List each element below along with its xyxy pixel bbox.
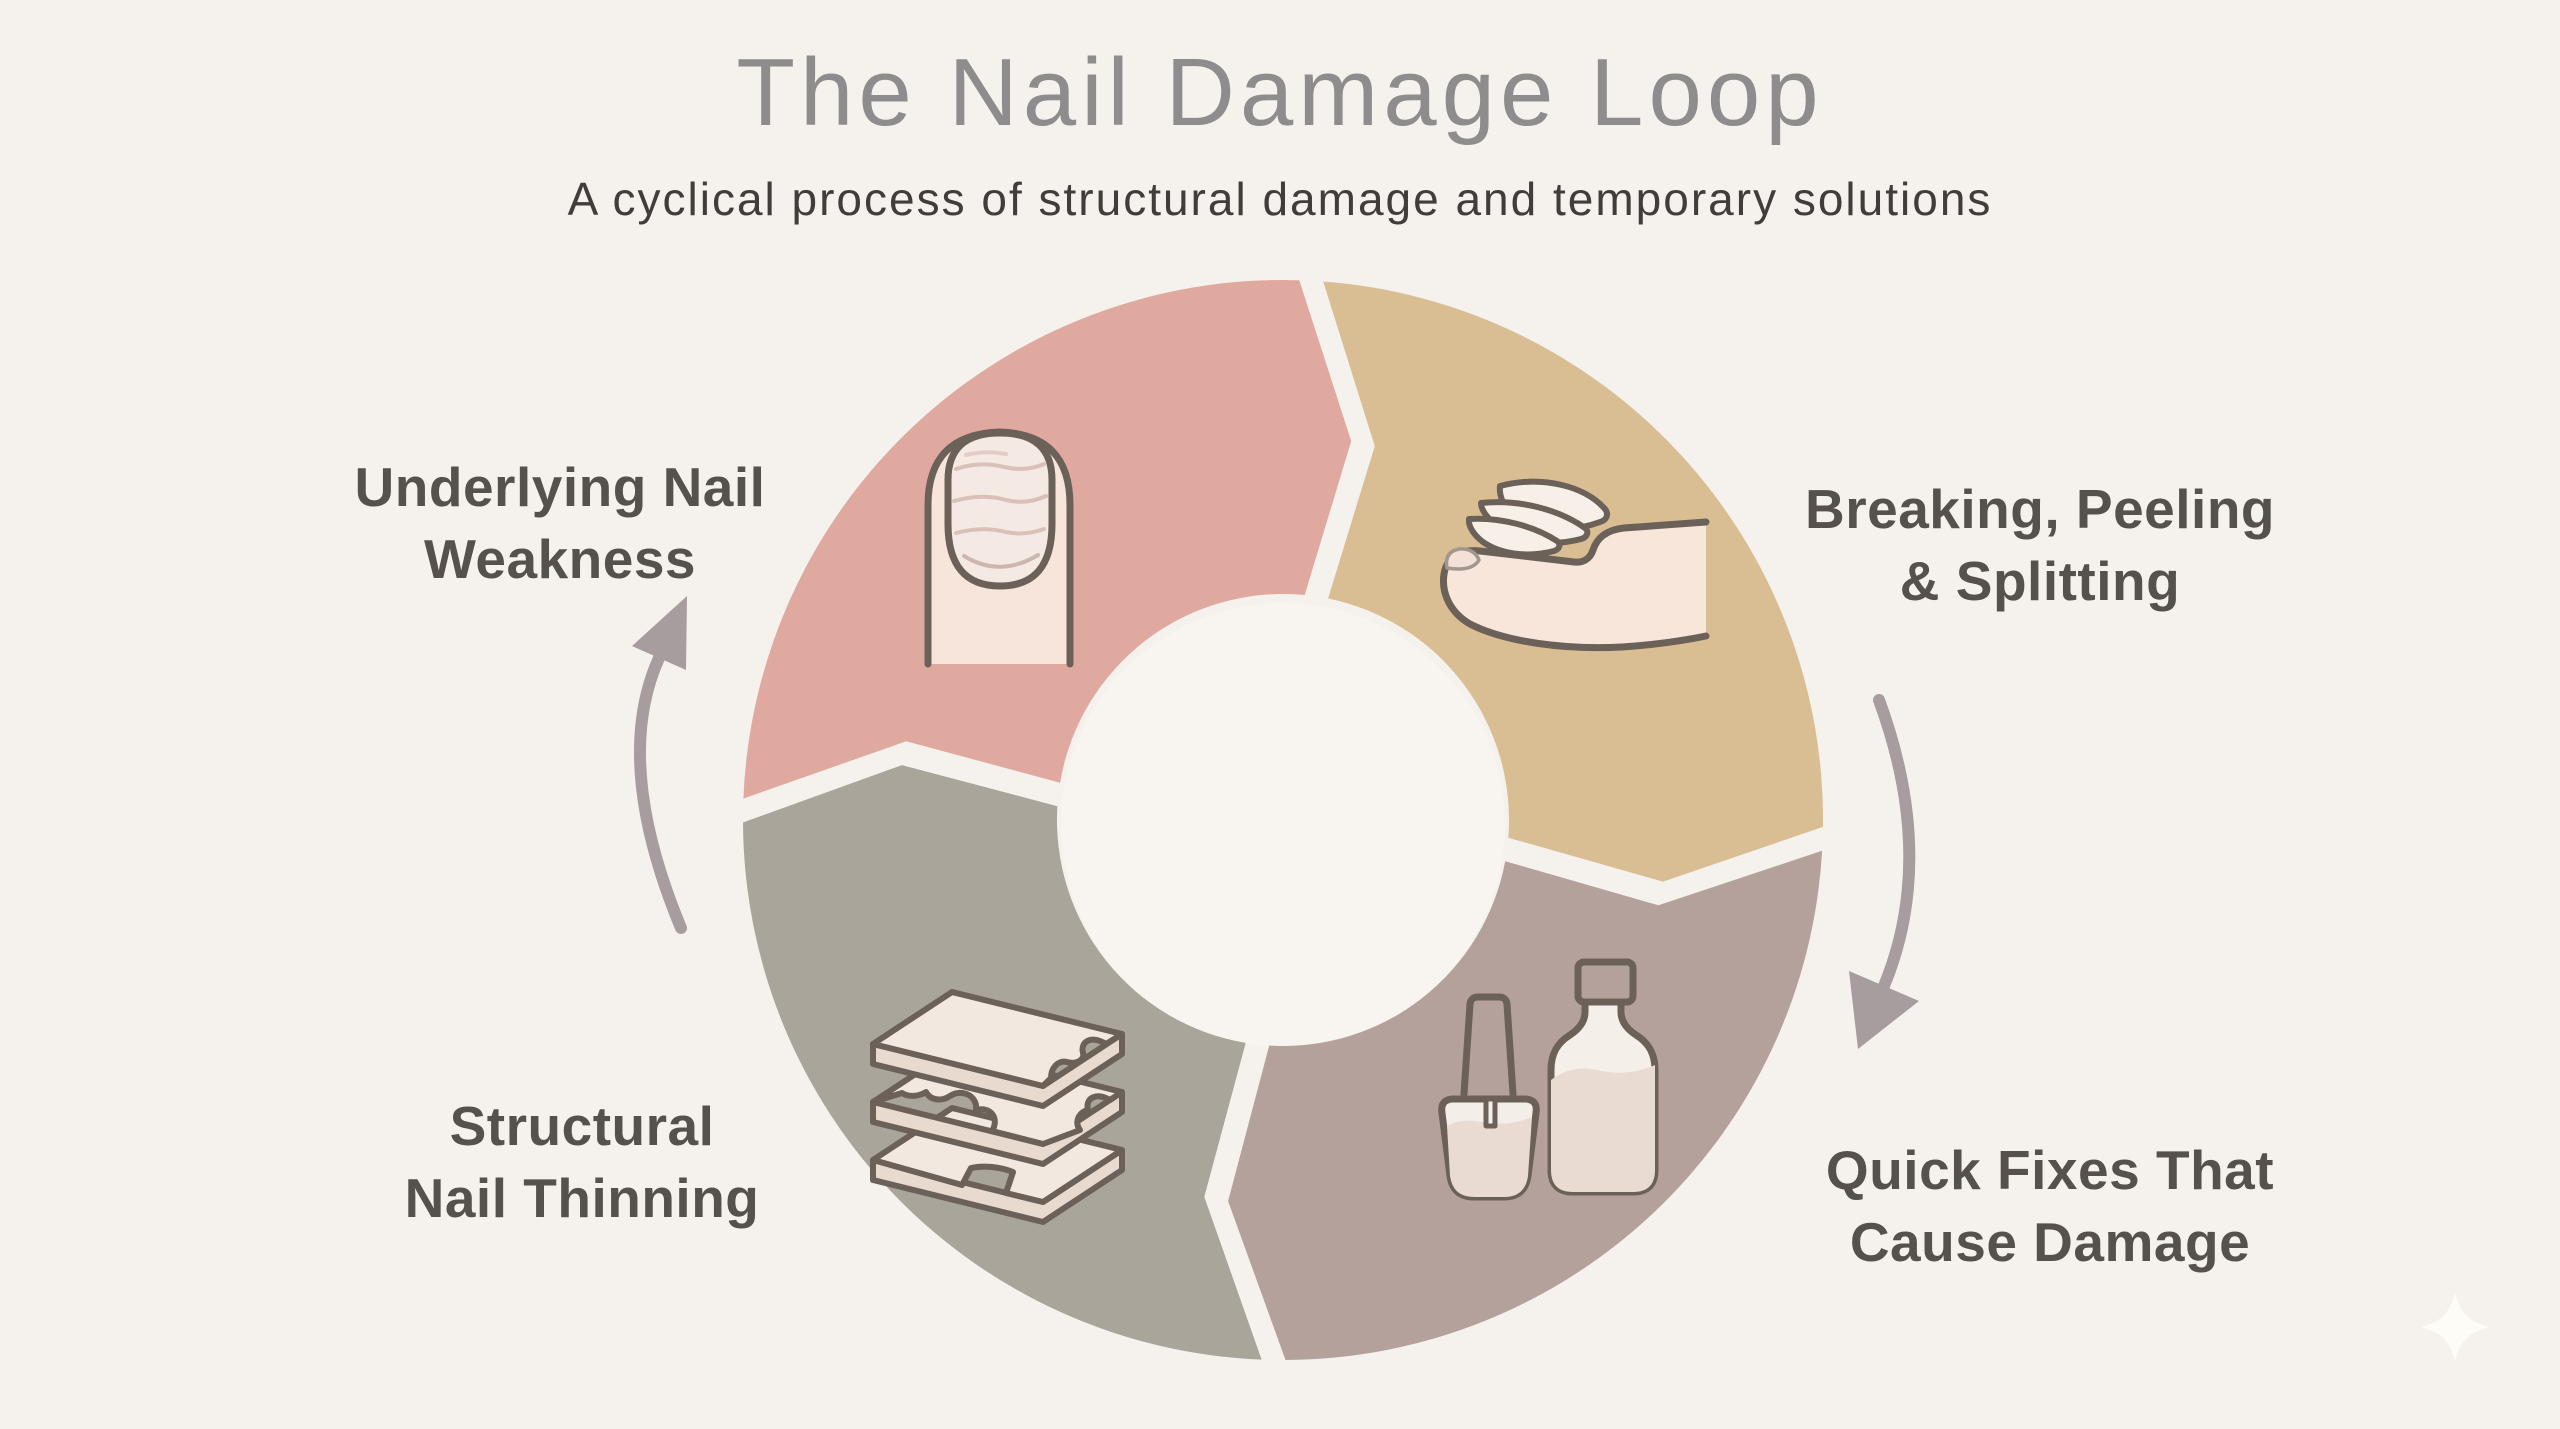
segment-label-quick-fixes-cause-damage: Quick Fixes That Cause Damage	[1825, 1138, 2275, 1273]
nail-layers-stack-icon	[870, 989, 1125, 1225]
cycle-arrow-up-left	[632, 596, 687, 934]
segment-label-underlying-nail-weakness: Underlying Nail Weakness	[354, 455, 766, 590]
page-title: The Nail Damage Loop	[736, 39, 1824, 146]
page-subtitle: A cyclical process of structural damage …	[567, 173, 1993, 225]
polish-bottles-icon	[1438, 958, 1659, 1201]
segment-label-breaking-peeling-splitting: Breaking, Peeling & Splitting	[1804, 477, 2276, 612]
peeling-fingertip-icon	[1439, 478, 1710, 652]
sparkle-icon	[2421, 1293, 2489, 1361]
cycle-arrow-down-right	[1849, 694, 1919, 1049]
ring-hole	[1061, 603, 1505, 1047]
segment-label-structural-nail-thinning: Structural Nail Thinning	[404, 1094, 760, 1229]
ridged-nail-icon	[924, 428, 1074, 668]
